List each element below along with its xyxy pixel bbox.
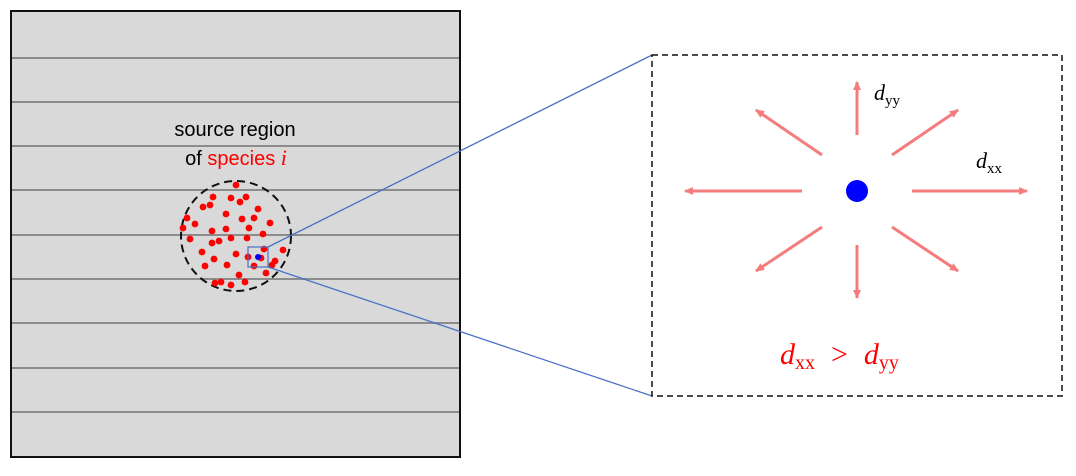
domain-panel: [10, 10, 461, 458]
dot-icon: [222, 225, 230, 233]
dot-icon: [198, 248, 206, 256]
dot-icon: [208, 239, 216, 247]
dot-icon: [186, 235, 194, 243]
dot-icon: [243, 234, 251, 242]
arrow-icon-up-left: [755, 108, 823, 157]
dot-icon: [238, 215, 246, 223]
dot-icon: [209, 193, 217, 201]
dot-icon: [254, 205, 262, 213]
dot-icon: [227, 194, 235, 202]
dot-icon: [242, 193, 250, 201]
dot-icon: [217, 278, 225, 286]
dot-icon: [199, 203, 207, 211]
dot-icon: [201, 262, 209, 270]
center-dot-icon-large: [846, 180, 868, 202]
dot-icon: [210, 255, 218, 263]
zoom-panel: dyy dxx dxx>dyy: [651, 54, 1063, 397]
dot-icon: [236, 198, 244, 206]
dot-icon: [245, 224, 253, 232]
inequality-label: dxx>dyy: [780, 338, 899, 374]
d-xx-label: dxx: [976, 148, 1003, 177]
dot-icon: [262, 269, 270, 277]
dot-icon: [206, 201, 214, 209]
dot-icon: [232, 181, 240, 189]
dot-icon: [208, 227, 216, 235]
dot-icon: [227, 234, 235, 242]
dot-icon: [279, 246, 287, 254]
dot-icon: [191, 220, 199, 228]
source-region-label: source region: [174, 119, 295, 141]
species-word: species: [207, 148, 275, 170]
dot-icon: [215, 237, 223, 245]
arrow-icon-down-left: [755, 225, 823, 273]
species-label-prefix: of: [185, 148, 207, 170]
dot-icon: [227, 281, 235, 289]
dot-icon: [232, 250, 240, 258]
species-index: i: [281, 145, 287, 170]
stripe-lines: [12, 57, 459, 413]
dot-icon: [241, 278, 249, 286]
diffusion-arrows: [684, 81, 1028, 299]
dot-icon: [235, 271, 243, 279]
zoom-connector-bottom: [267, 266, 653, 397]
arrow-icon-up-right: [891, 108, 959, 157]
dot-icon: [211, 279, 219, 287]
species-label: of species i: [185, 145, 287, 170]
dot-icon: [183, 214, 191, 222]
dot-icon: [266, 219, 274, 227]
arrow-icon-down-right: [891, 225, 959, 273]
dot-icon: [222, 210, 230, 218]
zoom-selection-box: [247, 246, 269, 268]
dot-icon: [179, 224, 187, 232]
dot-icon: [259, 230, 267, 238]
d-yy-label: dyy: [874, 80, 901, 109]
zoom-connector-top: [267, 54, 653, 248]
dot-icon: [223, 261, 231, 269]
dot-icon: [250, 214, 258, 222]
center-dot-icon: [255, 254, 261, 260]
particle-cloud: [179, 181, 287, 289]
dot-icon: [250, 262, 258, 270]
dot-icon: [268, 261, 276, 269]
